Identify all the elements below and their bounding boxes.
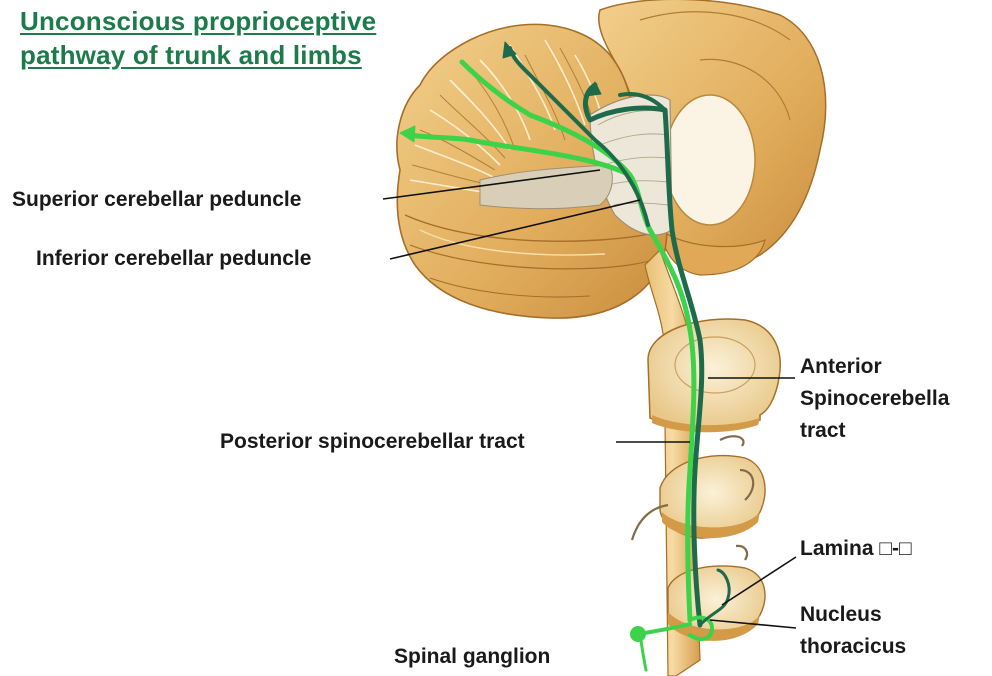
label-inferior-cerebellar-peduncle: Inferior cerebellar peduncle xyxy=(36,247,312,270)
title-line-2: pathway of trunk and limbs xyxy=(20,40,362,70)
spinal-ganglion-dot xyxy=(630,626,646,642)
leader-superior-peduncle xyxy=(382,169,601,200)
label-posterior-spinocerebellar-tract: Posterior spinocerebellar tract xyxy=(220,430,525,453)
label-spinal-ganglion: Spinal ganglion xyxy=(394,645,551,668)
cord-slice-1 xyxy=(647,318,781,433)
nerve-root-upper xyxy=(719,435,745,447)
leader-nucleus-thoracicus xyxy=(709,619,797,629)
nerve-root-lower-right xyxy=(735,544,749,561)
nerve-root-middle-right xyxy=(739,468,755,501)
posterior-spinocerebellar-tract-path xyxy=(407,132,697,623)
pons-cut-surface xyxy=(664,94,756,226)
leader-inferior-peduncle xyxy=(389,199,641,260)
label-anterior-line-3: tract xyxy=(800,419,846,442)
anterior-spinocerebellar-tract-path xyxy=(582,82,705,628)
label-anterior-line-1: Anterior xyxy=(800,355,882,378)
label-anterior-line-2: Spinocerebella xyxy=(800,387,950,410)
label-lamina: Lamina □-□ xyxy=(800,537,912,560)
cord-slice-3 xyxy=(667,565,766,641)
nerve-root-middle-left xyxy=(630,503,669,541)
title-line-1: Unconscious proprioceptive xyxy=(20,6,377,36)
leader-lamina xyxy=(721,556,797,606)
cerebellum xyxy=(396,23,673,319)
label-superior-cerebellar-peduncle: Superior cerebellar peduncle xyxy=(12,188,302,211)
label-nucleus-line-2: thoracicus xyxy=(800,635,907,658)
label-nucleus-line-1: Nucleus xyxy=(800,603,882,626)
